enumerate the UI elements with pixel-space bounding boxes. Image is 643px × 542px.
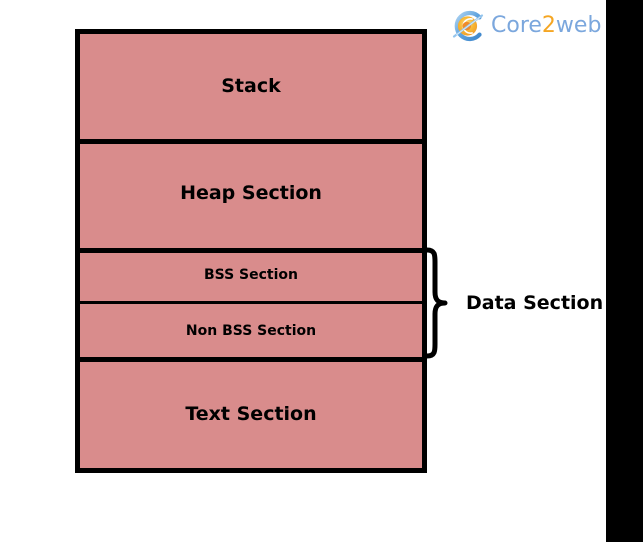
segment-bss: BSS Section	[80, 248, 422, 303]
right-curly-brace-icon	[424, 247, 448, 359]
core2web-logo-icon	[452, 10, 484, 42]
divider-bss-nonbss	[80, 301, 422, 304]
segment-bss-label: BSS Section	[203, 266, 299, 283]
right-black-bar	[606, 0, 643, 542]
divider-nonbss-text	[75, 357, 427, 362]
segment-stack-label: Stack	[221, 75, 281, 98]
segment-heap-label: Heap Section	[180, 182, 322, 205]
border-diagram-bottom	[75, 468, 427, 473]
core2web-wordmark: Core2web	[491, 15, 601, 37]
segment-stack: Stack	[80, 34, 422, 139]
memory-layout-diagram: Stack Heap Section BSS Section Non BSS S…	[75, 29, 427, 473]
data-section-brace	[424, 246, 448, 360]
segment-heap: Heap Section	[80, 139, 422, 248]
logo-text-web: web	[555, 13, 602, 38]
logo-text-two: 2	[541, 13, 556, 38]
border-right-dashed	[422, 92, 427, 193]
border-left-dashed	[75, 92, 80, 193]
segment-text: Text Section	[80, 360, 422, 468]
core2web-logo: Core2web	[450, 8, 601, 44]
data-section-label: Data Section	[466, 292, 604, 314]
border-left-upper	[75, 29, 80, 92]
border-right-lower	[422, 193, 427, 473]
border-right-upper	[422, 29, 427, 92]
segment-non-bss: Non BSS Section	[80, 303, 422, 360]
segment-non-bss-label: Non BSS Section	[185, 322, 317, 339]
segment-text-label: Text Section	[185, 402, 317, 425]
border-diagram-top	[75, 29, 427, 34]
logo-text-core: Core	[491, 13, 542, 38]
divider-heap-bss	[75, 248, 427, 253]
divider-stack-heap	[75, 139, 427, 144]
border-left-lower	[75, 193, 80, 473]
